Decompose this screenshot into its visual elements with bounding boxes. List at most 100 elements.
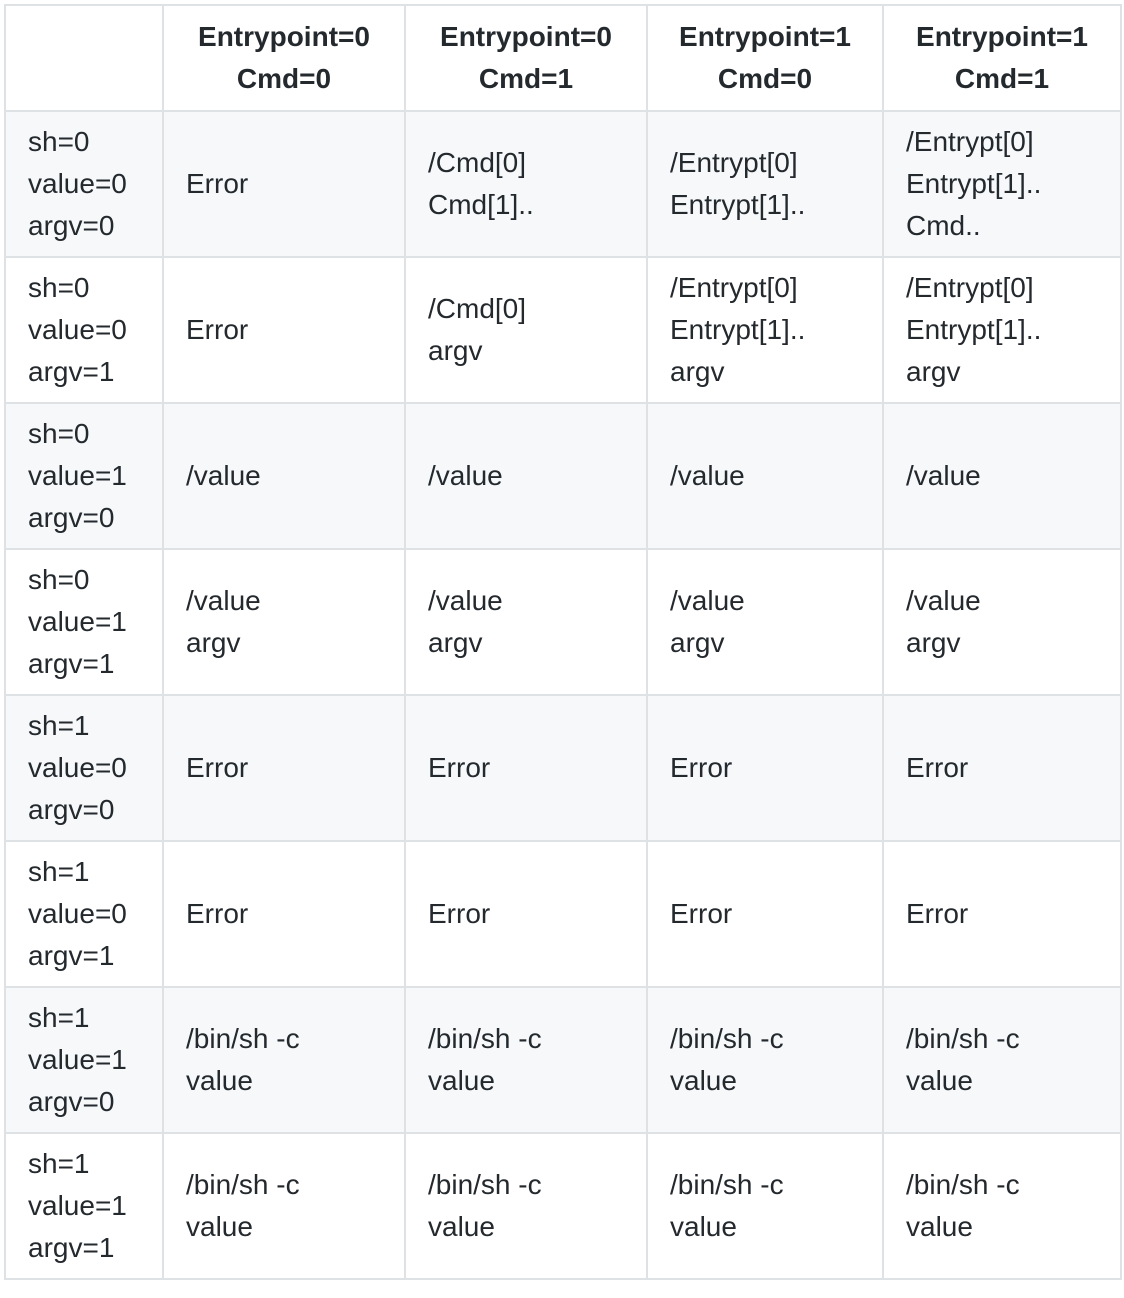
cell-line: /value xyxy=(428,585,503,616)
table-cell: /value xyxy=(162,402,406,550)
row-header-line: value=0 xyxy=(28,168,127,199)
table-cell: /value xyxy=(646,402,884,550)
cell-line: /bin/sh -c xyxy=(428,1169,542,1200)
row-header-line: value=0 xyxy=(28,752,127,783)
cell-line: /value xyxy=(670,585,745,616)
behavior-table: Entrypoint=0 Cmd=0 Entrypoint=0 Cmd=1 En… xyxy=(4,4,1122,1280)
column-header-line: Entrypoint=1 xyxy=(679,21,851,52)
row-header: sh=1 value=0 argv=0 xyxy=(4,694,164,842)
cell-line: /value xyxy=(906,460,981,491)
row-header-line: sh=1 xyxy=(28,710,90,741)
row-header-line: sh=0 xyxy=(28,418,90,449)
table-row: sh=0 value=1 argv=0/value/value/value/valu… xyxy=(4,402,1122,550)
column-header-line: Entrypoint=1 xyxy=(916,21,1088,52)
cell-line: argv xyxy=(906,356,961,387)
cell-line: Error xyxy=(428,752,491,783)
corner-header xyxy=(4,4,164,112)
cell-line: Error xyxy=(186,314,249,345)
row-header-line: argv=0 xyxy=(28,502,115,533)
cell-line: Error xyxy=(670,898,733,929)
cell-line: value xyxy=(906,1211,973,1242)
table-cell: /Entrypt[0]Entrypt[1]..Cmd.. xyxy=(882,110,1122,258)
column-header: Entrypoint=0 Cmd=0 xyxy=(162,4,406,112)
row-header-line: value=1 xyxy=(28,1190,127,1221)
cell-line: argv xyxy=(670,627,725,658)
cell-line: value xyxy=(428,1211,495,1242)
cell-line: argv xyxy=(428,627,483,658)
column-header-line: Entrypoint=0 xyxy=(440,21,612,52)
cell-line: /bin/sh -c xyxy=(670,1169,784,1200)
cell-line: /Cmd[0] xyxy=(428,147,527,178)
row-header-line: argv=0 xyxy=(28,794,115,825)
cell-line: /value xyxy=(428,460,503,491)
cell-line: value xyxy=(906,1065,973,1096)
cell-line: /Entrypt[0] xyxy=(906,272,1034,303)
cell-line: Cmd[1].. xyxy=(428,189,534,220)
cell-line: /Cmd[0] xyxy=(428,293,527,324)
row-header-line: argv=1 xyxy=(28,648,115,679)
table-cell: /bin/sh -c value xyxy=(646,1132,884,1280)
row-header-line: sh=1 xyxy=(28,1002,90,1033)
table-cell: /bin/sh -c value xyxy=(646,986,884,1134)
cell-line: Entrypt[1].. xyxy=(670,314,806,345)
cell-line: /bin/sh -c xyxy=(906,1169,1020,1200)
table-cell: /bin/sh -c value xyxy=(404,986,648,1134)
cell-line: Error xyxy=(428,898,491,929)
cell-line: /bin/sh -c xyxy=(670,1023,784,1054)
cell-line: /Entrypt[0] xyxy=(670,272,798,303)
row-header-line: argv=1 xyxy=(28,940,115,971)
cell-line: Error xyxy=(186,898,249,929)
column-header-line: Cmd=0 xyxy=(236,63,332,94)
row-header-line: value=0 xyxy=(28,314,127,345)
cell-line: Error xyxy=(186,168,249,199)
cell-line: value xyxy=(670,1211,737,1242)
row-header-line: value=1 xyxy=(28,606,127,637)
cell-line: /Entrypt[0] xyxy=(670,147,798,178)
row-header-line: argv=1 xyxy=(28,356,115,387)
cell-line: Cmd.. xyxy=(906,210,981,241)
row-header-line: value=1 xyxy=(28,1044,127,1075)
row-header-line: value=0 xyxy=(28,898,127,929)
cell-line: /value xyxy=(670,460,745,491)
cell-line: value xyxy=(186,1211,253,1242)
table-cell: Error xyxy=(162,840,406,988)
row-header-line: value=1 xyxy=(28,460,127,491)
cell-line: Entrypt[1].. xyxy=(906,314,1042,345)
row-header-line: sh=0 xyxy=(28,126,90,157)
column-header-line: Entrypoint=0 xyxy=(198,21,370,52)
cell-line: /Entrypt[0] xyxy=(906,126,1034,157)
cell-line: argv xyxy=(670,356,725,387)
cell-line: /bin/sh -c xyxy=(428,1023,542,1054)
cell-line: value xyxy=(428,1065,495,1096)
cell-line: value xyxy=(670,1065,737,1096)
column-header: Entrypoint=1 Cmd=0 xyxy=(646,4,884,112)
header-row: Entrypoint=0 Cmd=0 Entrypoint=0 Cmd=1 En… xyxy=(4,4,1122,112)
row-header: sh=0 value=1 argv=0 xyxy=(4,402,164,550)
cell-line: Error xyxy=(906,898,969,929)
table-cell: Error xyxy=(404,840,648,988)
table-cell: /Entrypt[0] Entrypt[1].. argv xyxy=(646,256,884,404)
table-cell: /value xyxy=(404,402,648,550)
table-cell: /value argv xyxy=(646,548,884,696)
table-cell: /Entrypt[0] Entrypt[1].. argv xyxy=(882,256,1122,404)
table-cell: /value argv xyxy=(404,548,648,696)
column-header: Entrypoint=0 Cmd=1 xyxy=(404,4,648,112)
cell-line: value xyxy=(186,1065,253,1096)
cell-line: Error xyxy=(670,752,733,783)
row-header-line: sh=1 xyxy=(28,1148,90,1179)
